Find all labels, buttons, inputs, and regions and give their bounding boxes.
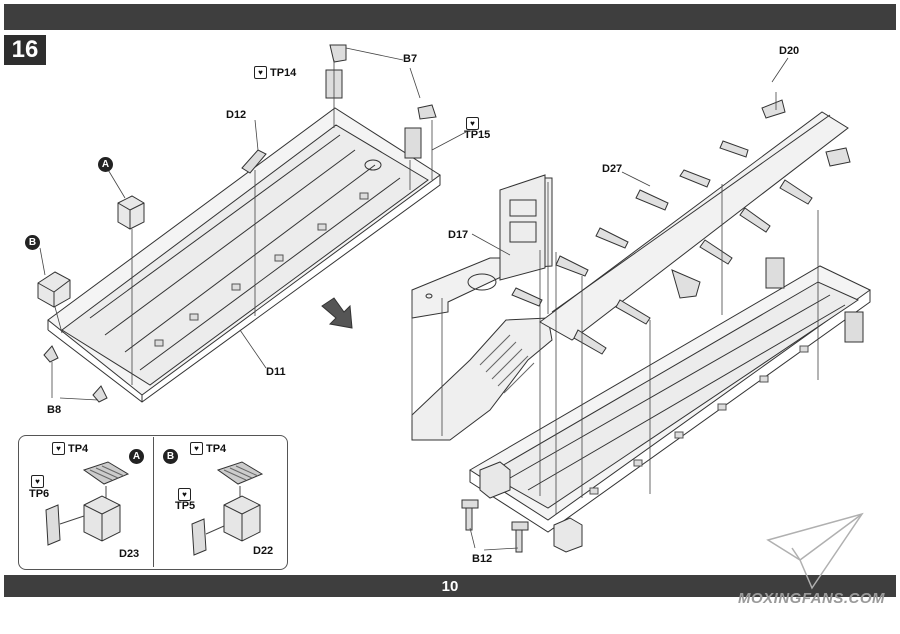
tp15-callout: ♥: [466, 117, 479, 130]
badge-a: A: [98, 157, 113, 172]
part-label-b7: B7: [403, 53, 418, 65]
footer-bar: 10: [4, 575, 896, 597]
inset-badge-a: A: [129, 449, 144, 464]
plate-tp6: [45, 504, 61, 546]
badge-b: B: [25, 235, 40, 250]
tp14-callout: ♥ TP14: [254, 66, 296, 79]
part-label-b8: B8: [47, 404, 62, 416]
hull-d11-floor: [61, 124, 429, 386]
paint-icon: ♥: [178, 488, 191, 501]
paint-icon: ♥: [190, 442, 203, 455]
inset-a-tp6-icon: ♥: [31, 475, 44, 488]
inset-b-tp4-label: TP4: [206, 442, 227, 455]
inset-a-tp6-label: TP6: [29, 488, 50, 500]
inset-a-part-label: D23: [119, 548, 140, 560]
paint-icon: ♥: [52, 442, 65, 455]
watermark-text: MOXINGFANS.COM: [738, 590, 886, 607]
part-label-b12: B12: [472, 553, 493, 565]
step-number: 16: [4, 35, 46, 65]
part-label-d12: D12: [226, 109, 247, 121]
part-label-d17: D17: [448, 229, 469, 241]
inset-a-tp4-callout: ♥ TP4: [52, 442, 88, 455]
frame-d27: [539, 111, 849, 341]
paint-icon: ♥: [254, 66, 267, 79]
part-label-d20: D20: [779, 45, 800, 57]
tp15-label: TP15: [464, 129, 491, 141]
page-number: 10: [441, 577, 459, 595]
inset-b-tp4-callout: ♥ TP4: [190, 442, 226, 455]
part-label-d11: D11: [266, 366, 286, 378]
direction-arrow-icon: [321, 297, 353, 329]
inset-a-tp4-label: TP4: [68, 442, 89, 455]
tp14-label: TP14: [270, 66, 297, 79]
paint-icon: ♥: [31, 475, 44, 488]
inset-b-tp5-icon: ♥: [178, 488, 191, 501]
header-bar: [4, 4, 896, 30]
inset-b-part-label: D22: [253, 545, 274, 557]
plate-tp5: [191, 518, 207, 556]
inset-badge-b: B: [163, 449, 178, 464]
paint-icon: ♥: [466, 117, 479, 130]
inset-divider: [153, 437, 154, 567]
part-label-d27: D27: [602, 163, 623, 175]
inset-b-tp5-label: TP5: [175, 500, 196, 512]
